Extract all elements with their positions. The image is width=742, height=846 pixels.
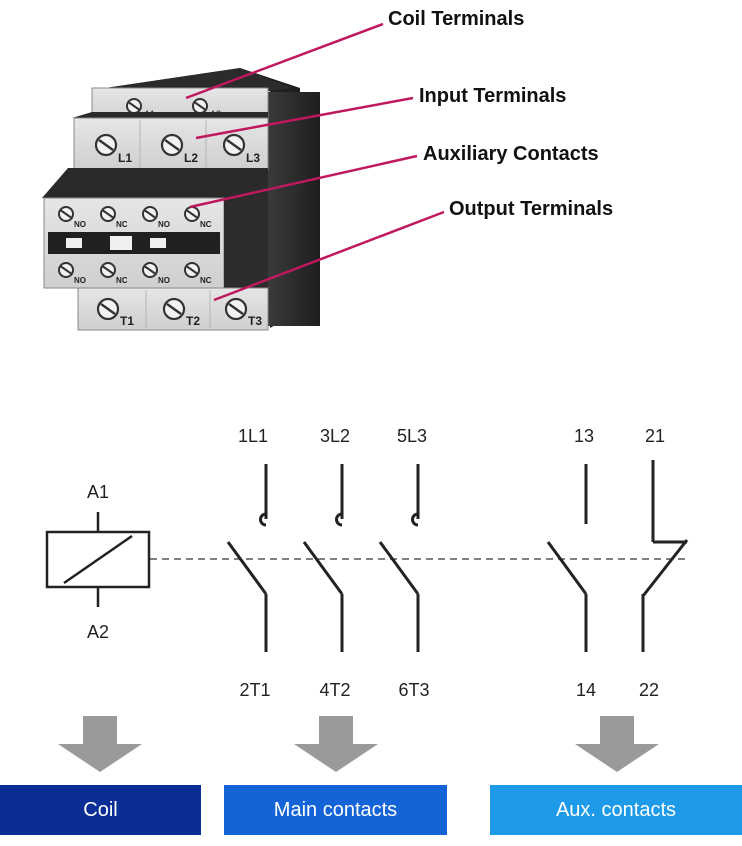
aux-top-label-2: 21 — [644, 426, 666, 446]
aux-bottom-3-screw-icon — [142, 262, 158, 278]
aux-top-2-label: NC — [116, 220, 128, 229]
coil-label-a1: A1 — [86, 482, 110, 502]
aux-top-3-label: NO — [158, 220, 170, 229]
coil-callout-leader — [185, 22, 384, 100]
aux-top-2-screw-icon — [100, 206, 116, 222]
main-contacts-category-bar: Main contacts — [224, 785, 447, 835]
coil-category-label: Coil — [83, 798, 118, 821]
auxiliary-contacts-callout: Auxiliary Contacts — [423, 143, 599, 165]
input-callout-leader — [195, 96, 414, 140]
output-terminal-t2-label: T2 — [186, 314, 200, 328]
output-terminal-t3-screw-icon — [224, 297, 248, 321]
input-terminal-l3-label: L3 — [246, 151, 260, 165]
aux-bottom-3-label: NO — [158, 276, 170, 285]
aux-bottom-1-label: NO — [74, 276, 86, 285]
aux-bottom-label-1: 14 — [575, 680, 597, 700]
aux-top-1-screw-icon — [58, 206, 74, 222]
output-terminal-t2-screw-icon — [162, 297, 186, 321]
aux-bottom-4-label: NC — [200, 276, 212, 285]
output-terminals-callout: Output Terminals — [449, 198, 614, 220]
coil-terminal-a1-screw-icon — [126, 98, 142, 114]
callout-leaders — [185, 22, 445, 302]
main-top-label-1: 1L1 — [237, 426, 269, 446]
coil-label-a2: A2 — [86, 622, 110, 642]
aux-top-3-screw-icon — [142, 206, 158, 222]
aux-bottom-2-label: NC — [116, 276, 128, 285]
aux-top-1-label: NO — [74, 220, 86, 229]
aux-top-4-screw-icon — [184, 206, 200, 222]
arrows — [58, 716, 659, 772]
input-terminal-l1-label: L1 — [118, 151, 132, 165]
aux-bottom-label-2: 22 — [638, 680, 660, 700]
input-terminals-callout: Input Terminals — [419, 85, 567, 107]
main-top-label-2: 3L2 — [319, 426, 351, 446]
output-terminal-t1-label: T1 — [120, 314, 134, 328]
coil-terminal-a2-screw-icon — [192, 98, 208, 114]
input-terminal-l2-screw-icon — [160, 133, 184, 157]
coil-terminals-callout: Coil Terminals — [388, 8, 525, 30]
aux-bottom-4-screw-icon — [184, 262, 200, 278]
main-arrow-icon — [294, 716, 378, 772]
aux-bottom-2-screw-icon — [100, 262, 116, 278]
aux-contact-nc — [641, 460, 689, 652]
aux-contact-no — [546, 464, 588, 652]
main-contacts-category-label: Main contacts — [273, 798, 398, 821]
aux-top-label-1: 13 — [573, 426, 595, 446]
main-bottom-label-3: 6T3 — [398, 680, 430, 700]
main-top-label-3: 5L3 — [396, 426, 428, 446]
input-terminal-l3-screw-icon — [222, 133, 246, 157]
aux-bottom-1-screw-icon — [58, 262, 74, 278]
main-contact-1 — [226, 464, 268, 652]
output-terminal-t1-screw-icon — [96, 297, 120, 321]
coil-category-bar: Coil — [0, 785, 201, 835]
output-terminal-t3-label: T3 — [248, 314, 262, 328]
input-terminal-l1-screw-icon — [94, 133, 118, 157]
main-contact-2 — [302, 464, 344, 652]
aux-arrow-icon — [575, 716, 659, 772]
aux-top-4-label: NC — [200, 220, 212, 229]
input-terminal-block: L1 L2 L3 — [72, 112, 269, 171]
coil-arrow-icon — [58, 716, 142, 772]
output-callout-leader — [213, 210, 445, 302]
auxiliary-contact-module: NO NC NO NC NO NC NO NC — [42, 168, 268, 289]
main-contact-3 — [378, 464, 420, 652]
output-terminal-block: T1 T2 T3 — [77, 287, 269, 331]
main-bottom-label-2: 4T2 — [319, 680, 351, 700]
aux-contacts-category-label: Aux. contacts — [555, 798, 677, 821]
coil-symbol — [45, 512, 151, 607]
main-bottom-label-1: 2T1 — [239, 680, 271, 700]
aux-contacts-category-bar: Aux. contacts — [490, 785, 742, 835]
auxiliary-callout-leader — [189, 154, 418, 209]
input-terminal-l2-label: L2 — [184, 151, 198, 165]
